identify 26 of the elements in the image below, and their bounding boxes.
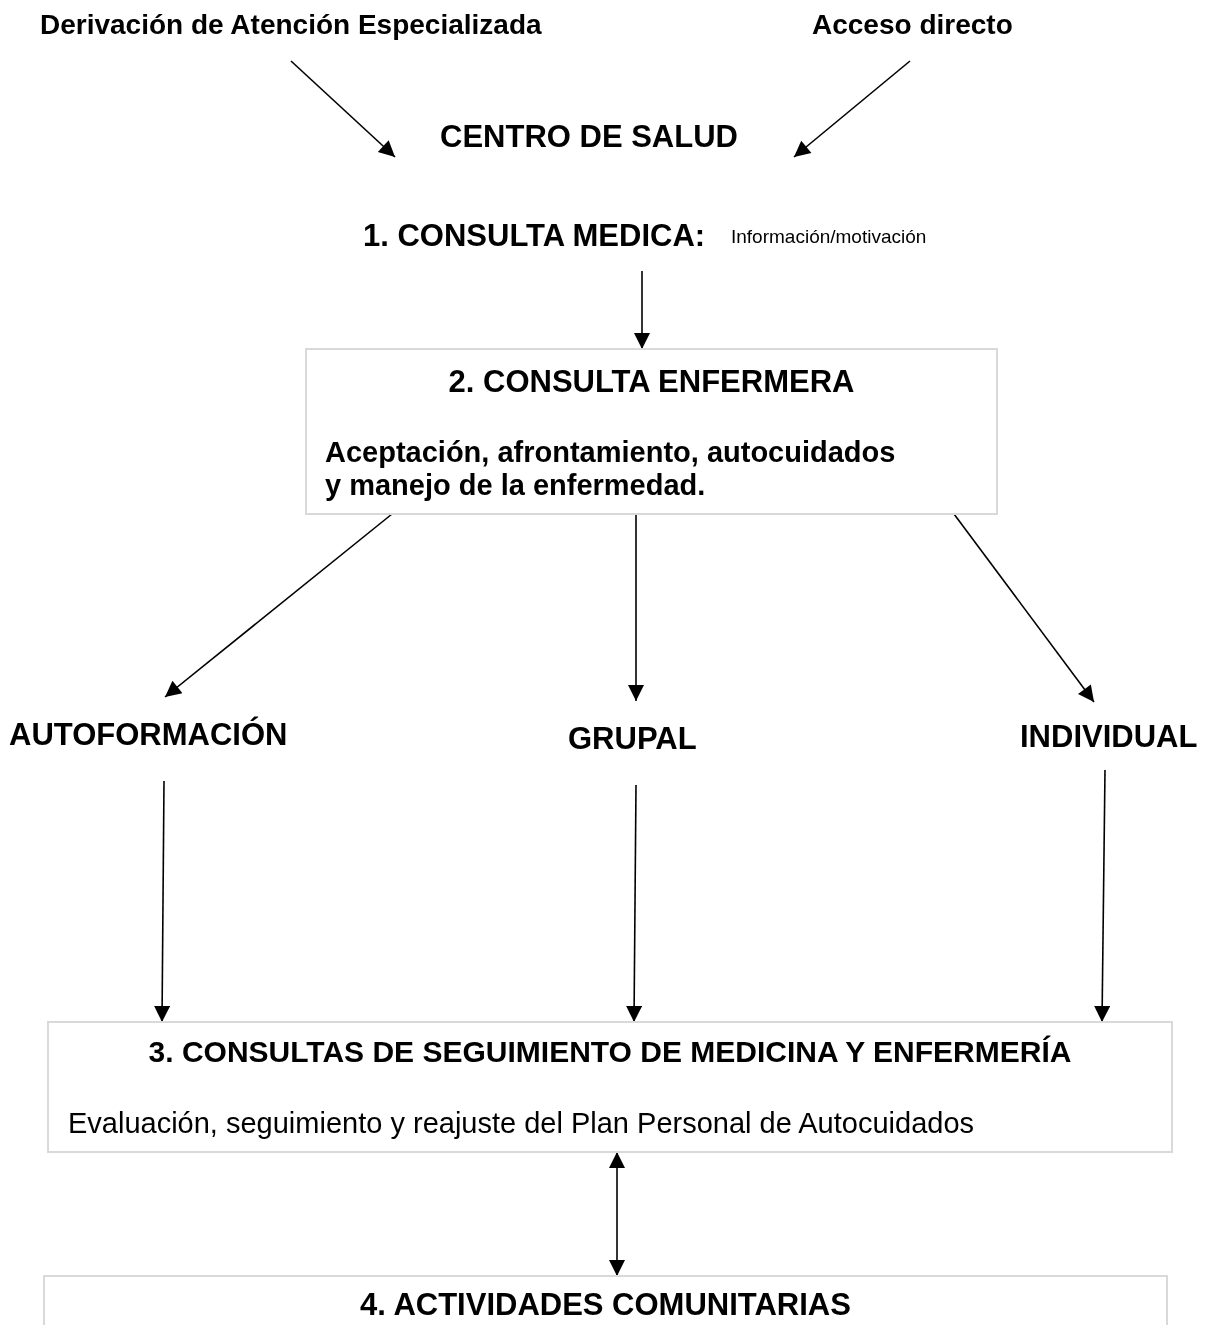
node-label: Derivación de Atención Especializada xyxy=(40,9,542,42)
arrow xyxy=(290,60,396,158)
node-label: CENTRO DE SALUD xyxy=(439,119,739,155)
node-label: 1. CONSULTA MEDICA: xyxy=(363,218,706,254)
arrow xyxy=(154,780,171,1023)
process-box xyxy=(47,1021,1173,1153)
box-text: Aceptación, afrontamiento, autocuidados y manejo de la enfermedad. xyxy=(325,436,897,503)
arrow xyxy=(609,1151,625,1277)
process-box xyxy=(43,1275,1168,1325)
arrow xyxy=(953,513,1095,703)
box-title: 2. CONSULTA ENFERMERA xyxy=(447,364,856,400)
node-label: GRUPAL xyxy=(568,721,697,757)
arrow xyxy=(164,513,393,698)
arrow xyxy=(1094,769,1111,1023)
process-box xyxy=(305,348,998,515)
node-label: Acceso directo xyxy=(812,9,1013,42)
node-note: Información/motivación xyxy=(731,226,927,248)
box-text: Evaluación, seguimiento y reajuste del Plan Personal de Autocuidados xyxy=(68,1107,975,1141)
node-label: AUTOFORMACIÓN xyxy=(9,717,288,753)
arrow xyxy=(628,513,644,702)
box-title: 4. ACTIVIDADES COMUNITARIAS xyxy=(359,1287,852,1323)
box-title: 3. CONSULTAS DE SEGUIMIENTO DE MEDICINA Y ENFERMERÍA xyxy=(147,1035,1073,1070)
arrow xyxy=(634,270,650,350)
arrow xyxy=(793,60,911,158)
node-label: INDIVIDUAL xyxy=(1020,719,1198,755)
arrow xyxy=(626,784,643,1023)
